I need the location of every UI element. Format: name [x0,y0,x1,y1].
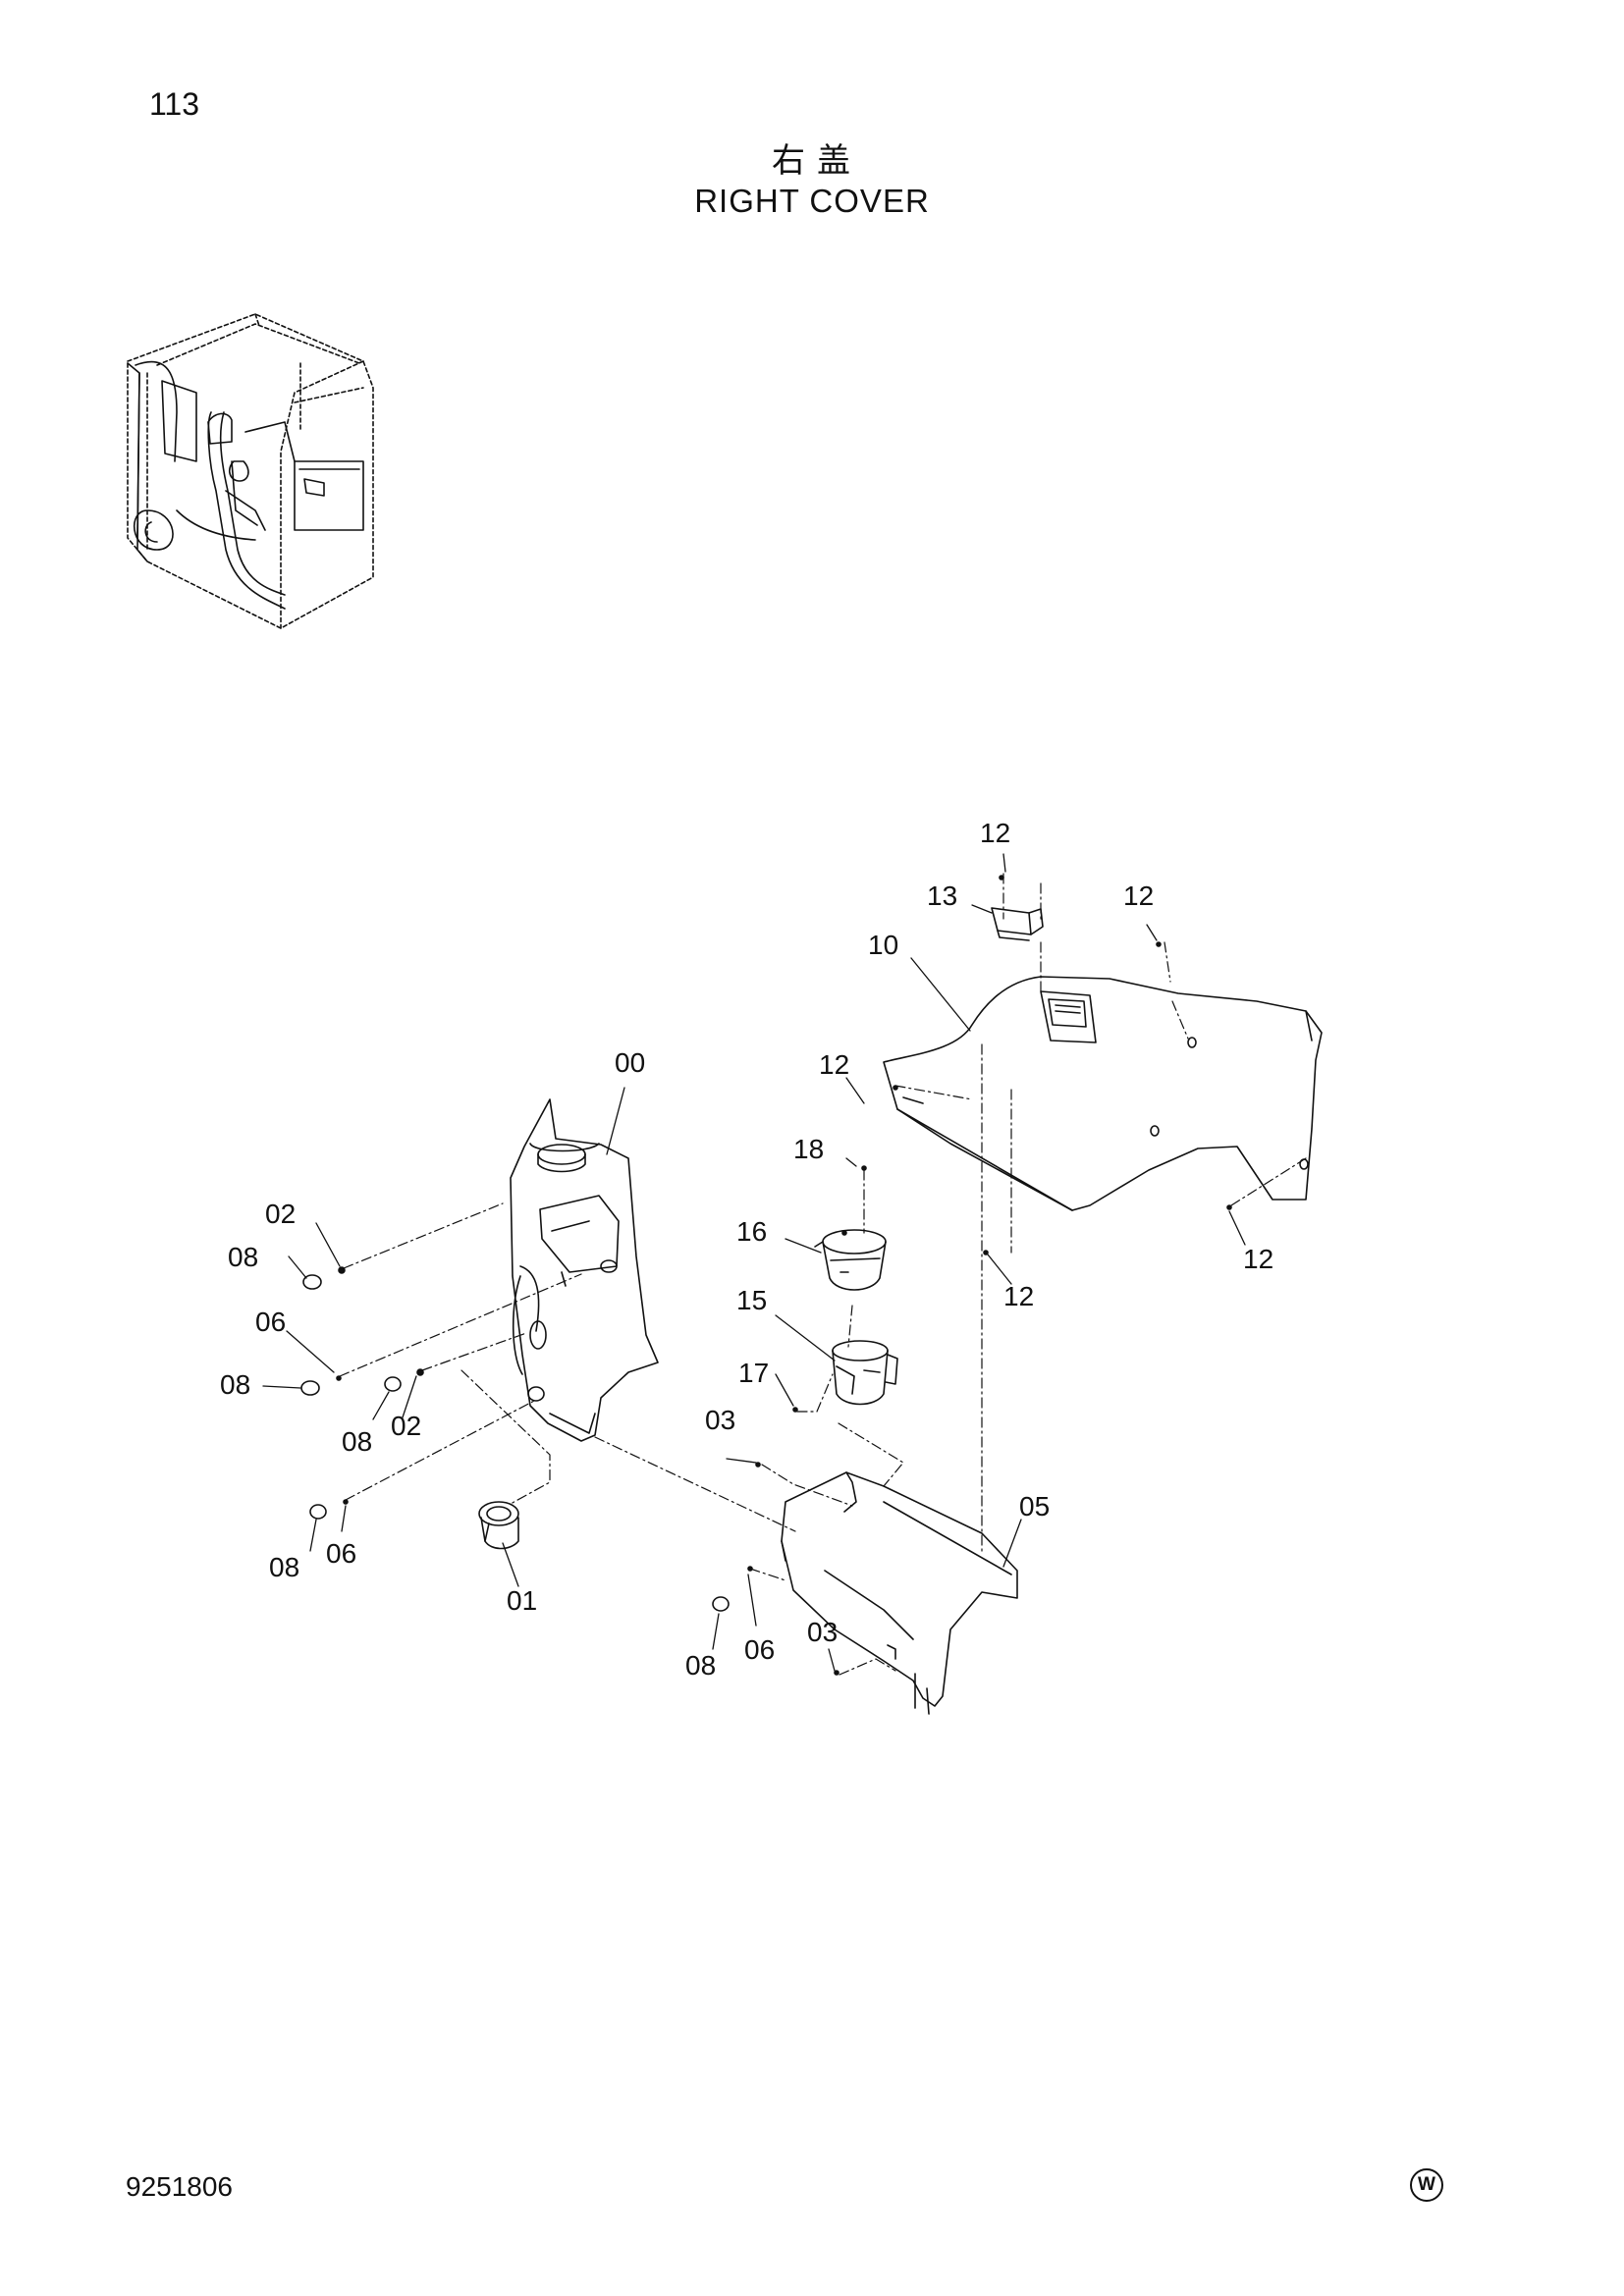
callout-02-lower: 02 [391,1411,421,1441]
callout-00: 00 [615,1047,645,1078]
callout-05: 05 [1019,1491,1050,1522]
callout-17: 17 [738,1358,769,1388]
title-english: RIGHT COVER [694,183,930,219]
callout-16: 16 [736,1216,767,1247]
callout-08-mid: 08 [342,1426,372,1457]
document-number: 9251806 [126,2171,234,2202]
brand-logo: W [1410,2168,1443,2202]
part-13-bracket [991,907,1044,941]
callout-08-lower-left: 08 [269,1552,299,1582]
callout-12-right: 12 [1243,1244,1273,1274]
page-number: 113 [149,86,200,122]
callout-18: 18 [793,1134,824,1164]
callout-01: 01 [507,1585,537,1616]
callout-08-left: 08 [220,1369,250,1400]
callout-08-bottom: 08 [685,1650,716,1681]
callout-08-upper: 08 [228,1242,258,1272]
callout-12-lower: 12 [1003,1281,1034,1311]
plugs [300,1274,730,1612]
part-16-cup-holder [814,1229,887,1291]
callout-06-lower-left: 06 [326,1538,356,1569]
callout-12-top: 12 [980,818,1010,848]
assembly-lines [339,873,1307,1676]
callout-03-upper: 03 [705,1405,735,1435]
callout-13: 13 [927,881,957,911]
leader-lines [262,853,1246,1672]
part-00-pillar-cover [510,1098,659,1442]
cab-overview-inset [127,313,374,629]
callout-06-bottom: 06 [744,1634,775,1665]
part-10-panel [883,976,1323,1211]
callout-03-lower: 03 [807,1617,838,1647]
title-chinese: 右盖 [772,141,862,181]
callout-12-right-top: 12 [1123,881,1154,911]
callout-12-mid: 12 [819,1049,849,1080]
callout-15: 15 [736,1285,767,1315]
callout-02-upper: 02 [265,1199,296,1229]
part-15-holder [832,1340,898,1406]
part-05-console-cover [781,1471,1018,1715]
part-01-grommet [478,1501,519,1550]
callout-10: 10 [868,930,898,960]
callout-labels: 12 13 12 10 00 12 18 02 16 08 12 12 06 1… [220,818,1273,1681]
callout-06-upper: 06 [255,1307,286,1337]
